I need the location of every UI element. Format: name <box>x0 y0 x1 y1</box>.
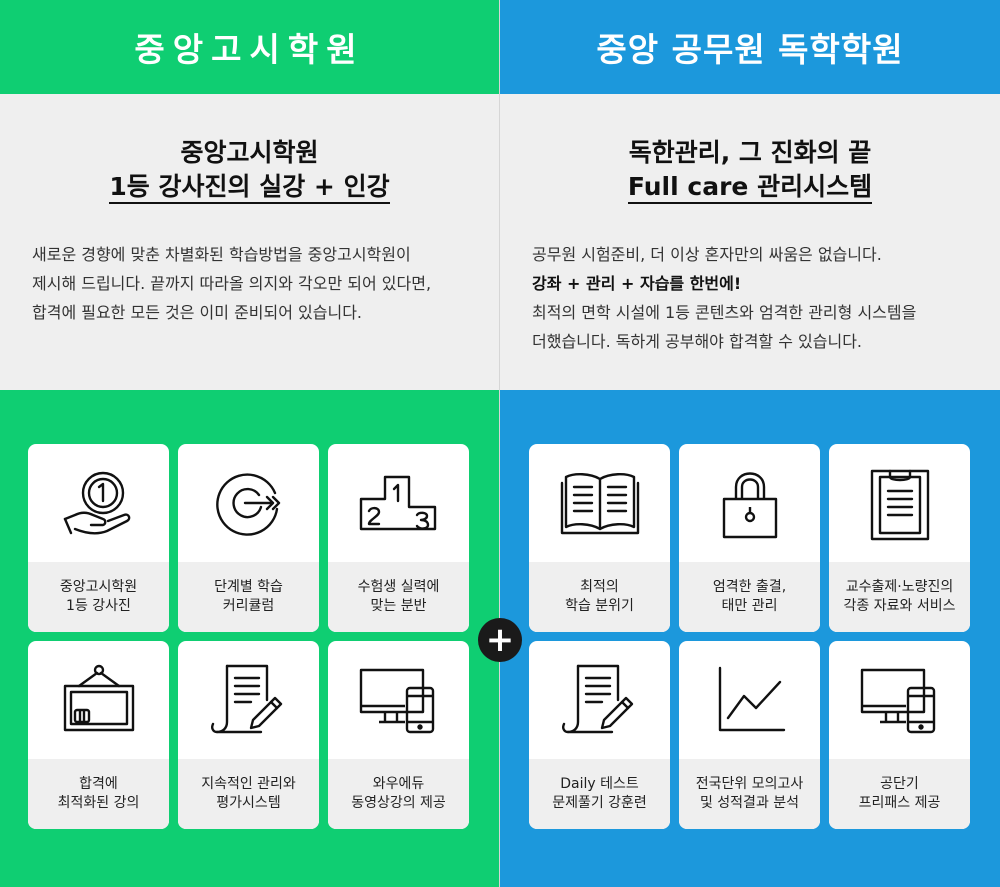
feature-card: 와우에듀 동영상강의 제공 <box>328 641 469 829</box>
feature-card: 지속적인 관리와 평가시스템 <box>178 641 319 829</box>
feature-label: 전국단위 모의고사 및 성적결과 분석 <box>695 776 804 811</box>
feature-label: 수험생 실력에 맞는 분반 <box>357 579 440 614</box>
feature-card: 교수출제·노량진의 각종 자료와 서비스 <box>829 444 970 632</box>
column-divider <box>499 0 500 887</box>
feature-label: 와우에듀 동영상강의 제공 <box>351 776 446 811</box>
document-pen-icon <box>561 664 633 734</box>
feature-label: 공단기 프리패스 제공 <box>858 776 941 811</box>
right-desc-line: 더했습니다. 독하게 공부해야 합격할 수 있습니다. <box>532 332 863 351</box>
right-feature-area: 최적의 학습 분위기 엄격한 출결, 태만 관리 <box>500 390 1000 887</box>
feature-label: Daily 테스트 문제풀기 강훈련 <box>552 776 647 811</box>
document-pen-icon <box>210 664 282 734</box>
right-headline: 독한관리, 그 진화의 끝 Full care 관리시스템 <box>500 136 1000 204</box>
left-desc-line: 제시해 드립니다. 끝까지 따라올 의지와 각오만 되어 있다면, <box>32 274 432 293</box>
right-headline-line2: Full care 관리시스템 <box>627 171 873 204</box>
right-headline-line1: 독한관리, 그 진화의 끝 <box>628 138 872 167</box>
right-desc-line: 최적의 면학 시설에 1등 콘텐츠와 엄격한 관리형 시스템을 <box>532 303 917 322</box>
left-headline: 중앙고시학원 1등 강사진의 실강 + 인강 <box>0 136 499 204</box>
feature-card: 수험생 실력에 맞는 분반 <box>328 444 469 632</box>
feature-card: Daily 테스트 문제풀기 강훈련 <box>529 641 670 829</box>
right-column: 중앙 공무원 독학학원 독한관리, 그 진화의 끝 Full care 관리시스… <box>500 0 1000 887</box>
feature-label: 중앙고시학원 1등 강사진 <box>59 579 138 614</box>
left-desc-line: 새로운 경향에 맞춘 차별화된 학습방법을 중앙고시학원이 <box>32 245 411 264</box>
feature-label: 단계별 학습 커리큘럼 <box>214 579 283 614</box>
left-headline-line1: 중앙고시학원 <box>180 138 319 167</box>
right-feature-grid: 최적의 학습 분위기 엄격한 출결, 태만 관리 <box>529 444 1000 829</box>
target-icon <box>215 473 280 536</box>
feature-label: 지속적인 관리와 평가시스템 <box>201 776 296 811</box>
devices-icon <box>359 668 434 734</box>
feature-card: 합격에 최적화된 강의 <box>28 641 169 829</box>
left-feature-grid: 중앙고시학원 1등 강사진 단계별 학습 커리큘럼 <box>28 444 499 829</box>
left-feature-area: 중앙고시학원 1등 강사진 단계별 학습 커리큘럼 <box>0 390 499 887</box>
line-chart-icon <box>718 666 785 732</box>
padlock-icon <box>722 472 777 539</box>
left-desc-line: 합격에 필요한 모든 것은 이미 준비되어 있습니다. <box>32 303 363 322</box>
left-column: 중앙고시학원 중앙고시학원 1등 강사진의 실강 + 인강 새로운 경향에 맞춘… <box>0 0 499 887</box>
left-description: 새로운 경향에 맞춘 차별화된 학습방법을 중앙고시학원이 제시해 드립니다. … <box>0 240 499 327</box>
feature-label: 최적의 학습 분위기 <box>565 579 634 614</box>
devices-icon <box>860 668 935 734</box>
feature-label: 교수출제·노량진의 각종 자료와 서비스 <box>843 579 956 614</box>
podium-icon <box>359 475 436 531</box>
feature-card: 중앙고시학원 1등 강사진 <box>28 444 169 632</box>
feature-card: 공단기 프리패스 제공 <box>829 641 970 829</box>
feature-card: 최적의 학습 분위기 <box>529 444 670 632</box>
coin-hand-icon <box>63 471 130 535</box>
left-intro: 중앙고시학원 1등 강사진의 실강 + 인강 새로운 경향에 맞춘 차별화된 학… <box>0 94 499 390</box>
right-description: 공무원 시험준비, 더 이상 혼자만의 싸움은 없습니다. 강좌 + 관리 + … <box>500 240 1000 356</box>
left-header: 중앙고시학원 <box>0 0 499 94</box>
feature-card: 엄격한 출결, 태만 관리 <box>679 444 820 632</box>
feature-card: 단계별 학습 커리큘럼 <box>178 444 319 632</box>
classroom-board-icon <box>63 664 134 732</box>
feature-label: 엄격한 출결, 태만 관리 <box>712 579 787 614</box>
clipboard-icon <box>870 469 929 541</box>
right-intro: 독한관리, 그 진화의 끝 Full care 관리시스템 공무원 시험준비, … <box>500 94 1000 390</box>
open-book-icon <box>560 473 639 535</box>
right-desc-line: 공무원 시험준비, 더 이상 혼자만의 싸움은 없습니다. <box>532 245 882 264</box>
feature-card: 전국단위 모의고사 및 성적결과 분석 <box>679 641 820 829</box>
right-header: 중앙 공무원 독학학원 <box>500 0 1000 94</box>
feature-label: 합격에 최적화된 강의 <box>57 776 140 811</box>
left-headline-line2: 1등 강사진의 실강 + 인강 <box>109 171 390 204</box>
right-desc-bold: 강좌 + 관리 + 자습를 한번에! <box>532 274 742 293</box>
plus-icon: + <box>478 618 522 662</box>
